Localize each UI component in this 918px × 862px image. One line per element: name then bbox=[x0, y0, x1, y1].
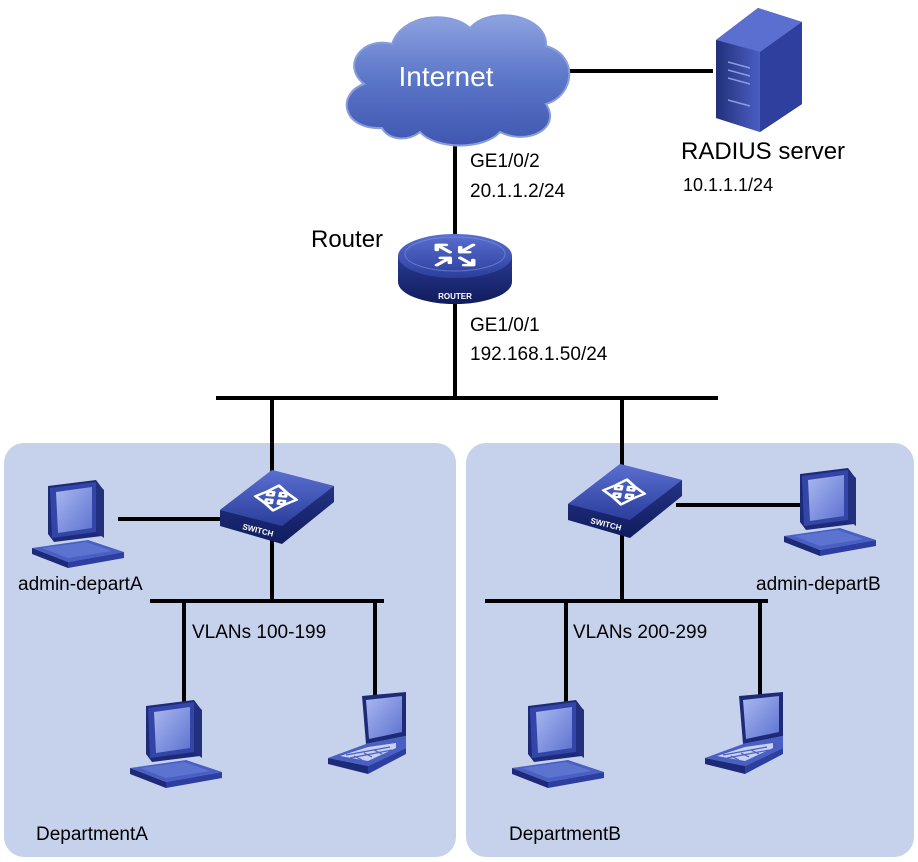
router-badge: ROUTER bbox=[438, 292, 472, 301]
router-upstream-port: GE1/0/2 bbox=[470, 151, 540, 172]
router-label: Router bbox=[311, 226, 383, 253]
department-a-label: DepartmentA bbox=[36, 824, 148, 845]
router-downstream-ip: 192.168.1.50/24 bbox=[470, 344, 608, 365]
network-links bbox=[118, 69, 800, 702]
router-upstream-ip: 20.1.1.2/24 bbox=[470, 181, 566, 202]
switch-a-icon: SWITCH bbox=[220, 470, 334, 544]
radius-server-ip: 10.1.1.1/24 bbox=[683, 175, 773, 195]
admin-depart-b-label: admin-departB bbox=[756, 574, 881, 595]
admin-depart-a-label: admin-departA bbox=[18, 574, 143, 595]
server-icon bbox=[716, 8, 802, 132]
switch-b-icon: SWITCH bbox=[568, 464, 682, 538]
router-icon: ROUTER bbox=[398, 234, 512, 304]
cloud-icon bbox=[345, 14, 571, 147]
radius-server-label: RADIUS server bbox=[681, 138, 845, 165]
internet-label: Internet bbox=[399, 61, 494, 92]
router-downstream-port: GE1/0/1 bbox=[470, 315, 540, 336]
vlan-a-label: VLANs 100-199 bbox=[192, 622, 326, 643]
department-b-label: DepartmentB bbox=[509, 824, 621, 845]
vlan-b-label: VLANs 200-299 bbox=[573, 622, 707, 643]
